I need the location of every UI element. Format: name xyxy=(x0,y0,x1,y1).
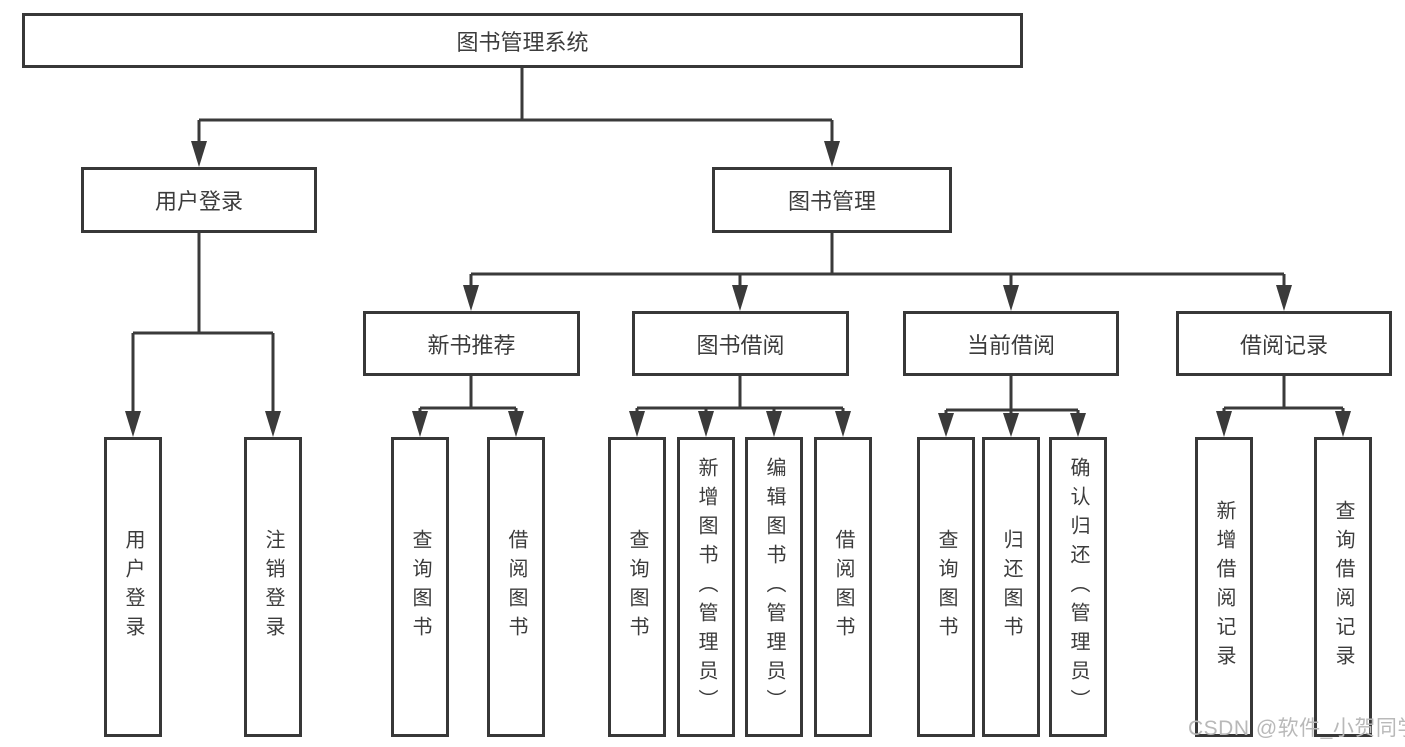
leaf-borrow-books: 借阅图书 xyxy=(487,437,545,737)
leaf-user-login: 用户登录 xyxy=(104,437,162,737)
leaf-confirm-return-admin: 确认归还（管理员） xyxy=(1049,437,1107,737)
node-current-borrowing: 当前借阅 xyxy=(903,311,1119,376)
arrow-down-icon xyxy=(508,411,524,437)
arrow-down-icon xyxy=(698,411,714,437)
arrow-down-icon xyxy=(265,411,281,437)
csdn-watermark: CSDN @软件_小贺同学 xyxy=(1188,717,1405,740)
leaf-add-books-admin: 新增图书（管理员） xyxy=(677,437,735,737)
arrow-down-icon xyxy=(824,141,840,167)
leaf-query-borrow-record: 查询借阅记录 xyxy=(1314,437,1372,737)
edges-current-borrow xyxy=(938,376,1086,437)
node-new-book-recommendation: 新书推荐 xyxy=(363,311,580,376)
leaf-query-books: 查询图书 xyxy=(391,437,449,737)
leaf-borrow-books: 借阅图书 xyxy=(814,437,872,737)
node-user-login: 用户登录 xyxy=(81,167,317,233)
edges-book-mgmt xyxy=(463,233,1292,311)
leaf-query-books: 查询图书 xyxy=(917,437,975,737)
leaf-edit-books-admin: 编辑图书（管理员） xyxy=(745,437,803,737)
arrow-down-icon xyxy=(1276,285,1292,311)
edges-root-to-level1 xyxy=(191,68,840,167)
arrow-down-icon xyxy=(629,411,645,437)
leaf-query-books: 查询图书 xyxy=(608,437,666,737)
arrow-down-icon xyxy=(938,413,954,437)
node-book-management-system: 图书管理系统 xyxy=(22,13,1023,68)
node-book-borrowing: 图书借阅 xyxy=(632,311,849,376)
arrow-down-icon xyxy=(1070,413,1086,437)
arrow-down-icon xyxy=(732,285,748,311)
edges-user-login xyxy=(125,233,281,437)
edges-book-borrow xyxy=(629,376,851,437)
leaf-return-books: 归还图书 xyxy=(982,437,1040,737)
arrow-down-icon xyxy=(1216,411,1232,437)
arrow-down-icon xyxy=(1335,411,1351,437)
node-book-management: 图书管理 xyxy=(712,167,952,233)
arrow-down-icon xyxy=(412,411,428,437)
arrow-down-icon xyxy=(1003,413,1019,437)
arrow-down-icon xyxy=(766,411,782,437)
edges-borrow-records xyxy=(1216,376,1351,437)
leaf-logout: 注销登录 xyxy=(244,437,302,737)
leaf-add-borrow-record: 新增借阅记录 xyxy=(1195,437,1253,737)
arrow-down-icon xyxy=(835,411,851,437)
arrow-down-icon xyxy=(1003,285,1019,311)
arrow-down-icon xyxy=(191,141,207,167)
arrow-down-icon xyxy=(125,411,141,437)
node-borrowing-records: 借阅记录 xyxy=(1176,311,1392,376)
arrow-down-icon xyxy=(463,285,479,311)
edges-new-book xyxy=(412,376,524,437)
